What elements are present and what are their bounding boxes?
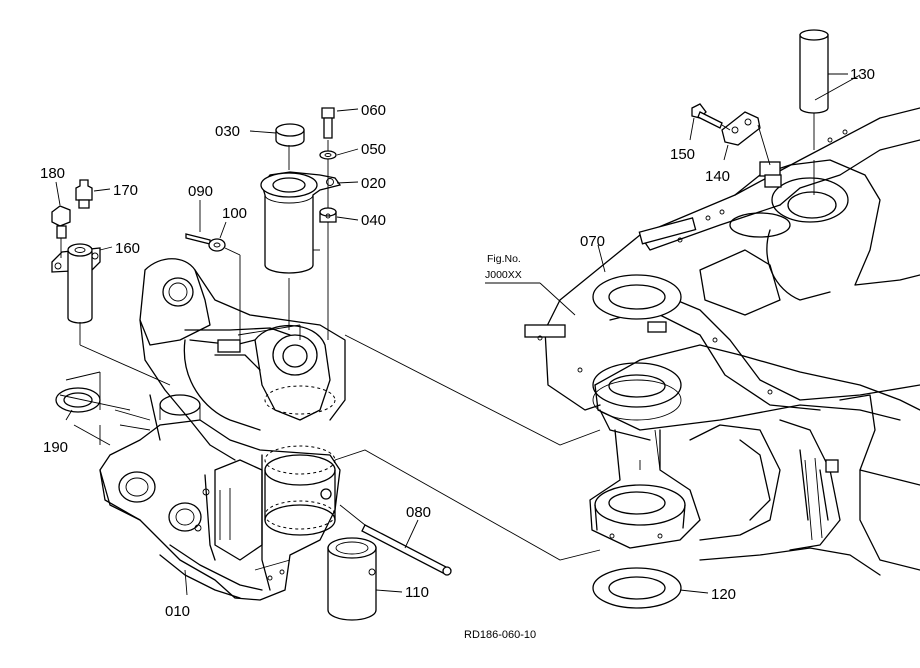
bolt-180 xyxy=(51,205,71,258)
label-100: 100 xyxy=(222,205,247,222)
cap-030 xyxy=(275,123,305,147)
figure-reference: Fig.No. J000XX xyxy=(485,253,522,281)
label-050: 050 xyxy=(361,141,386,158)
shim-190 xyxy=(55,387,101,413)
label-080: 080 xyxy=(406,504,431,521)
label-120: 120 xyxy=(711,586,736,603)
label-070: 070 xyxy=(580,233,605,250)
label-180: 180 xyxy=(40,165,65,182)
axle-bracket-010 xyxy=(99,258,346,601)
label-040: 040 xyxy=(361,212,386,229)
washer-100 xyxy=(208,238,241,340)
label-090: 090 xyxy=(188,183,213,200)
label-190: 190 xyxy=(43,439,68,456)
leader-lines xyxy=(59,74,861,561)
label-170: 170 xyxy=(113,182,138,199)
pin-080 xyxy=(361,524,452,576)
grease-nipple-170 xyxy=(75,179,93,209)
label-leaders xyxy=(55,73,848,596)
label-020: 020 xyxy=(361,175,386,192)
label-130: 130 xyxy=(850,66,875,83)
bolt-150 xyxy=(691,103,731,131)
king-pin-housing-020 xyxy=(260,171,342,274)
label-160: 160 xyxy=(115,240,140,257)
thrust-washer-070 xyxy=(592,274,682,320)
label-010: 010 xyxy=(165,603,190,620)
label-140: 140 xyxy=(705,168,730,185)
nut-040 xyxy=(319,207,337,223)
part-labels: 030 060 050 020 040 090 100 180 170 160 … xyxy=(40,66,875,620)
bolt-060 xyxy=(321,107,335,340)
thrust-washer-120 xyxy=(592,567,682,609)
label-110: 110 xyxy=(405,584,429,601)
frame-assembly xyxy=(524,107,920,576)
label-030: 030 xyxy=(215,123,240,140)
drawing-number: RD186-060-10 xyxy=(464,629,536,641)
label-060: 060 xyxy=(361,102,386,119)
pin-090 xyxy=(185,233,211,245)
bushing-110 xyxy=(327,537,377,621)
figure-ref-line2: J000XX xyxy=(485,269,522,281)
pin-130 xyxy=(799,29,829,195)
stopper-bracket-140 xyxy=(721,111,771,166)
figure-ref-line1: Fig.No. xyxy=(487,253,521,265)
washer-050 xyxy=(319,150,337,160)
label-150: 150 xyxy=(670,146,695,163)
bushing-160 xyxy=(51,243,101,324)
